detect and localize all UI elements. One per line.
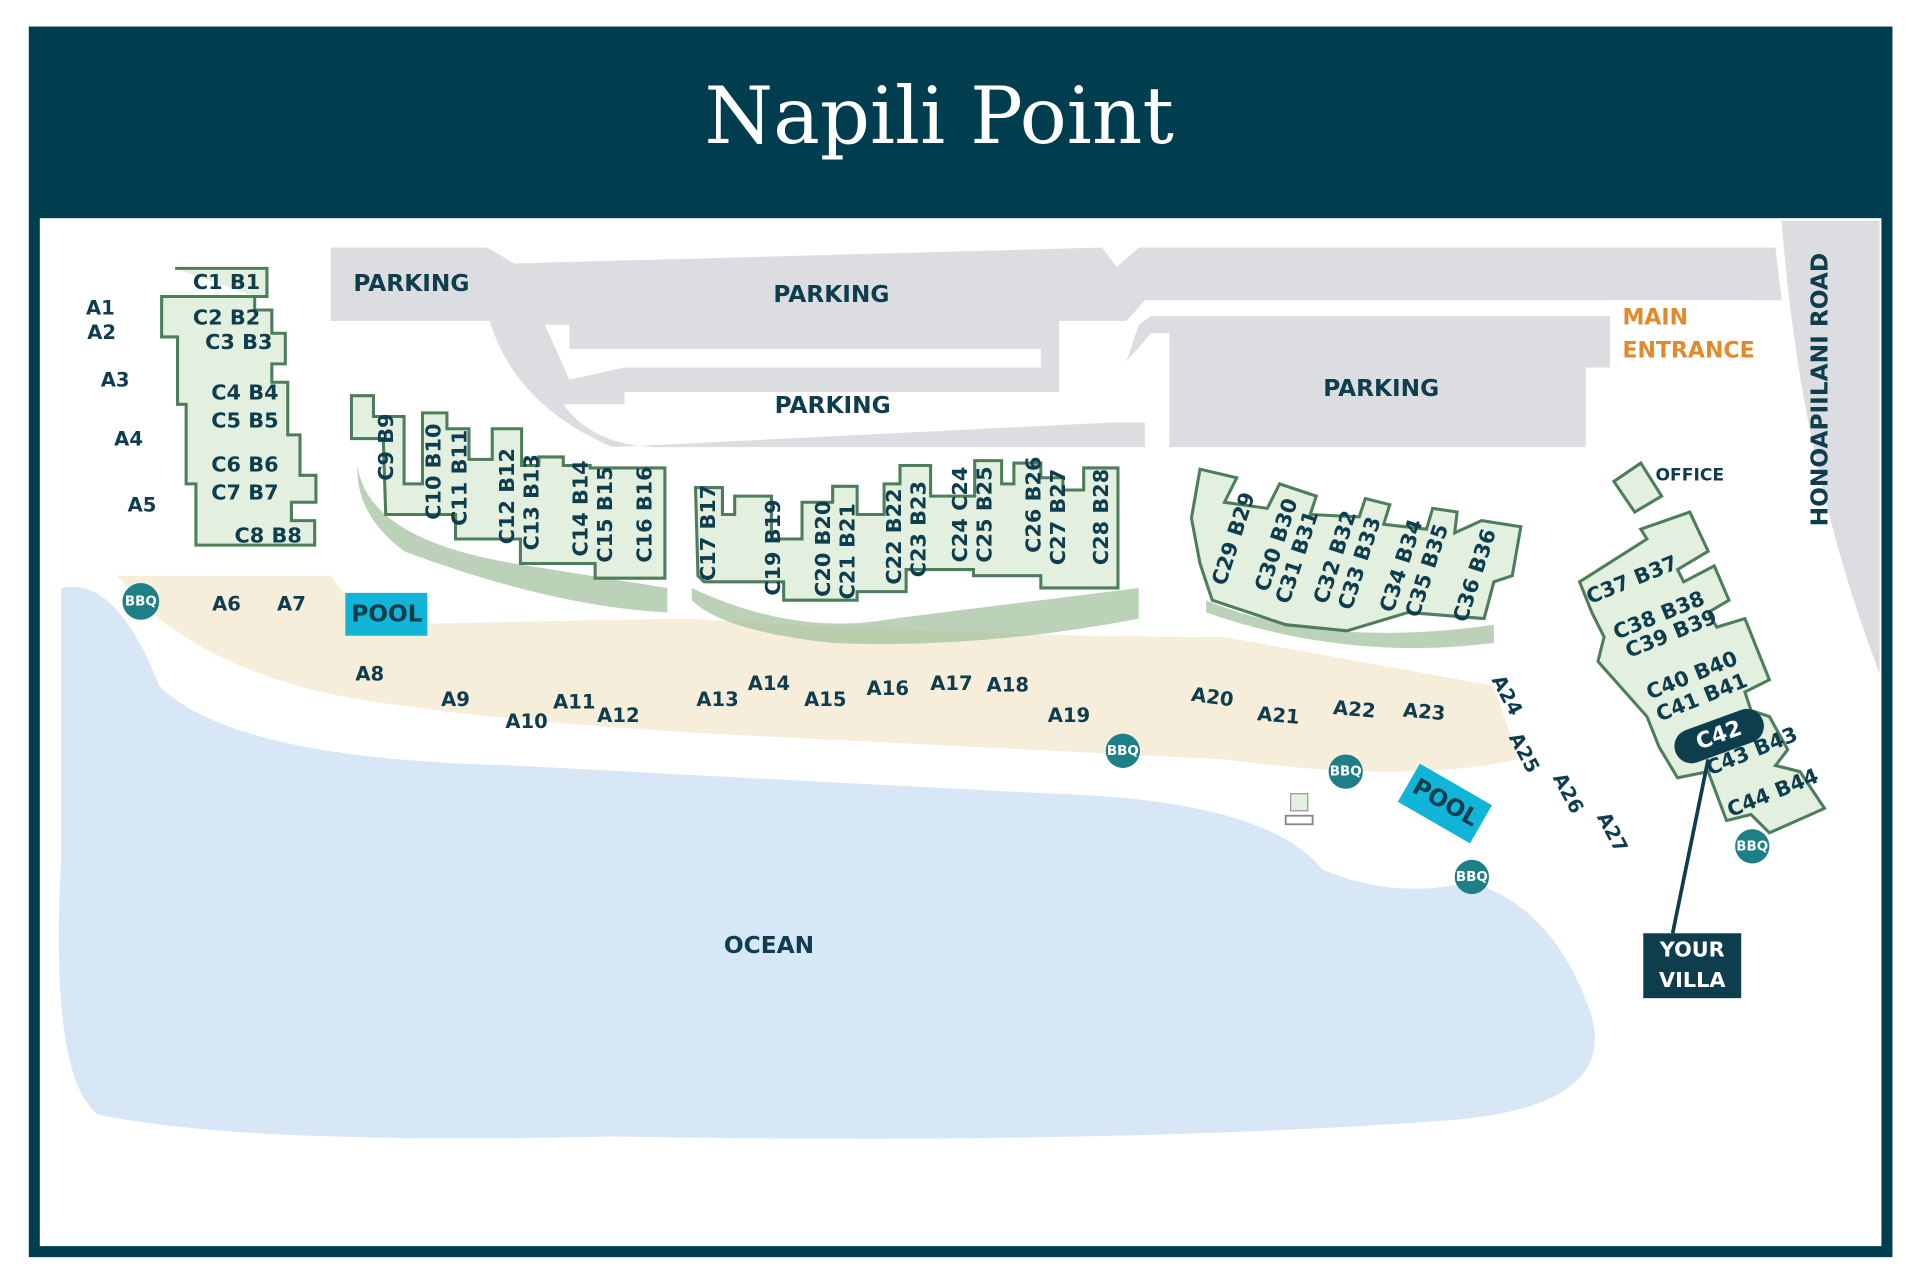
unit-label-c21-b21: C21 B21 [836, 503, 860, 599]
unit-label-a6: A6 [212, 593, 241, 616]
unit-label-c4-b4: C4 B4 [211, 380, 278, 404]
svg-text:POOL: POOL [351, 600, 423, 627]
your-villa-callout: YOUR VILLA [1643, 933, 1742, 999]
header-band [29, 27, 1892, 219]
unit-label-c19-b19: C19 B19 [761, 499, 785, 595]
map-title: Napili Point [705, 71, 1174, 162]
road [1781, 220, 1880, 674]
unit-label-a14: A14 [748, 672, 790, 695]
unit-label-c9-b9: C9 B9 [374, 413, 398, 480]
unit-label-c20-b20: C20 B20 [811, 501, 835, 597]
unit-label-a11: A11 [553, 691, 595, 714]
map-area [58, 220, 1880, 1139]
unit-label-c11-b11: C11 B11 [447, 430, 471, 526]
unit-label-c28-b28: C28 B28 [1089, 469, 1113, 565]
parking-label: PARKING [775, 392, 891, 419]
unit-label-a2: A2 [87, 321, 116, 344]
unit-label-a8: A8 [355, 662, 384, 685]
unit-label-a4: A4 [114, 427, 143, 450]
unit-label-c10-b10: C10 B10 [422, 424, 446, 520]
unit-label-c7-b7: C7 B7 [211, 481, 278, 505]
unit-label-a18: A18 [987, 673, 1029, 696]
unit-label-c12-b12: C12 B12 [495, 448, 519, 544]
unit-label-c3-b3: C3 B3 [205, 330, 272, 354]
unit-label-a16: A16 [867, 677, 909, 700]
parking-label: PARKING [1323, 375, 1439, 402]
unit-label-a9: A9 [441, 688, 470, 711]
unit-label-a20: A20 [1190, 683, 1235, 712]
unit-label-c15-b15: C15 B15 [593, 466, 617, 562]
unit-label-a12: A12 [597, 704, 639, 727]
svg-text:BBQ: BBQ [1107, 744, 1139, 759]
pool-marker: POOL [345, 592, 428, 636]
unit-label-a17: A17 [930, 672, 972, 695]
unit-label-c6-b6: C6 B6 [211, 453, 278, 477]
unit-label-c16-b16: C16 B16 [632, 466, 656, 562]
svg-text:BBQ: BBQ [1456, 870, 1488, 885]
unit-label-c26-b26: C26 B26 [1022, 457, 1046, 553]
bbq-marker: BBQ [1454, 859, 1489, 895]
main-entrance-bg [1610, 300, 1748, 369]
ocean [58, 586, 1595, 1139]
main-entrance-label: MAIN [1622, 306, 1688, 331]
svg-text:BBQ: BBQ [1330, 765, 1362, 780]
unit-label-a10: A10 [505, 710, 547, 733]
unit-label-c24-c24: C24 C24 [948, 467, 972, 563]
svg-text:BBQ: BBQ [125, 594, 157, 609]
unit-label-c14-b14: C14 B14 [569, 460, 593, 556]
unit-label-c27-b27: C27 B27 [1046, 469, 1070, 565]
ocean-label: OCEAN [724, 932, 814, 959]
unit-label-c5-b5: C5 B5 [211, 408, 278, 432]
unit-label-c1-b1: C1 B1 [193, 270, 260, 294]
unit-label-c2-b2: C2 B2 [193, 306, 260, 330]
unit-label-c17-b17: C17 B17 [696, 485, 720, 581]
landscaping [357, 465, 1494, 649]
unit-label-c13-b13: C13 B13 [520, 454, 544, 550]
svg-text:VILLA: VILLA [1659, 968, 1725, 992]
unit-label-a1: A1 [86, 296, 115, 319]
unit-label-c23-b23: C23 B23 [907, 481, 931, 577]
unit-label-c8-b8: C8 B8 [235, 524, 302, 548]
bbq-marker: BBQ [1735, 829, 1770, 864]
parking-lots [330, 247, 1782, 448]
beach [116, 575, 1519, 772]
unit-label-a13: A13 [696, 688, 738, 711]
lounge-area [1290, 793, 1309, 812]
buildings [160, 266, 1827, 835]
unit-label-a22: A22 [1332, 696, 1376, 723]
parking-label: PARKING [773, 281, 889, 308]
bbq-marker: BBQ [1105, 733, 1140, 768]
office-label: OFFICE [1656, 465, 1725, 485]
unit-label-c25-b25: C25 B25 [973, 466, 997, 562]
unit-label-a3: A3 [101, 369, 130, 392]
bbq-marker: BBQ [1328, 754, 1363, 789]
villa-pointer-line [1670, 759, 1710, 934]
unit-label-c22-b22: C22 B22 [882, 488, 906, 584]
bbq-marker: BBQ [122, 583, 160, 620]
unit-label-a21: A21 [1256, 702, 1300, 729]
main-entrance-label: ENTRANCE [1622, 339, 1754, 364]
unit-label-a15: A15 [804, 688, 846, 711]
unit-label-a5: A5 [128, 493, 157, 516]
road-label: HONOAPIILANI ROAD [1806, 253, 1833, 527]
unit-label-a19: A19 [1048, 704, 1090, 727]
unit-label-a7: A7 [277, 593, 306, 616]
unit-label-a23: A23 [1402, 699, 1446, 726]
parking-label: PARKING [353, 270, 469, 297]
svg-text:BBQ: BBQ [1736, 839, 1768, 854]
bench-icon [1284, 814, 1314, 826]
svg-text:YOUR: YOUR [1659, 937, 1725, 961]
